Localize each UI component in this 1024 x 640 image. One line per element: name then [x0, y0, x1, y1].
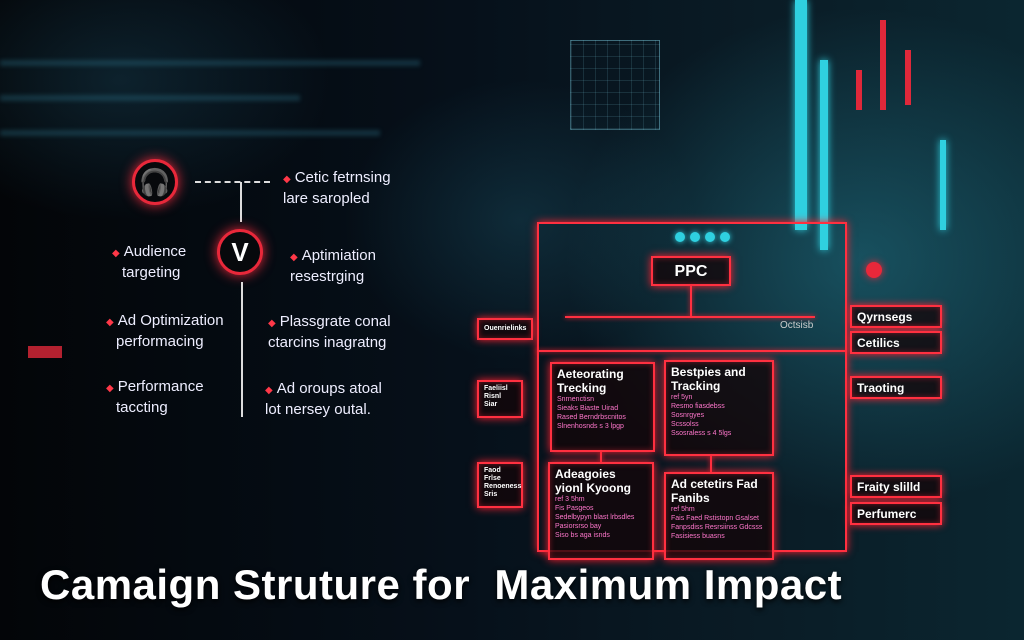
bg-stripe	[0, 95, 300, 101]
left-tag: Ouenrielinks	[477, 318, 533, 340]
headphones-icon: 🎧	[132, 159, 178, 205]
right-tag: Perfumerc	[850, 502, 942, 525]
right-tag: Traoting	[850, 376, 942, 399]
connector	[710, 456, 712, 472]
connector	[537, 350, 847, 352]
branch-label: Octsisb	[780, 320, 814, 331]
bg-cyan-bar	[940, 140, 946, 230]
bg-stripe	[0, 60, 420, 66]
status-dot	[720, 232, 730, 242]
right-tag: Cetilics	[850, 331, 942, 354]
bg-cyan-bar	[795, 0, 807, 230]
bg-red-bar	[856, 70, 862, 110]
bg-red-bar	[905, 50, 911, 105]
page-title: Camaign Struture for Maximum Impact	[40, 561, 843, 608]
bg-red-bar	[880, 20, 886, 110]
status-dot	[675, 232, 685, 242]
left-tag: Faeliisl Risnl Siar	[477, 380, 523, 418]
bg-cyan-bar	[820, 60, 828, 250]
connector	[565, 316, 815, 318]
connector	[690, 286, 692, 316]
right-tag: Qyrnsegs	[850, 305, 942, 328]
connector	[600, 452, 602, 462]
callout-line: lare saropled	[283, 190, 370, 207]
status-dot	[705, 232, 715, 242]
right-tag: Fraity slilld	[850, 475, 942, 498]
red-indicator-icon	[866, 262, 882, 278]
center-node: V	[217, 229, 263, 275]
bg-red-bar	[28, 346, 62, 358]
left-tag: Faod Frlse Renoeness Sris	[477, 462, 523, 508]
bg-stripe	[0, 130, 380, 136]
status-dot	[690, 232, 700, 242]
ppc-root-node: PPC	[651, 256, 731, 286]
dashed-arrow	[195, 181, 270, 183]
vertical-line	[241, 282, 243, 417]
connector-line	[240, 182, 242, 222]
bg-grid-table	[570, 40, 660, 130]
callout-line: Cetic fetrnsing	[294, 169, 391, 186]
